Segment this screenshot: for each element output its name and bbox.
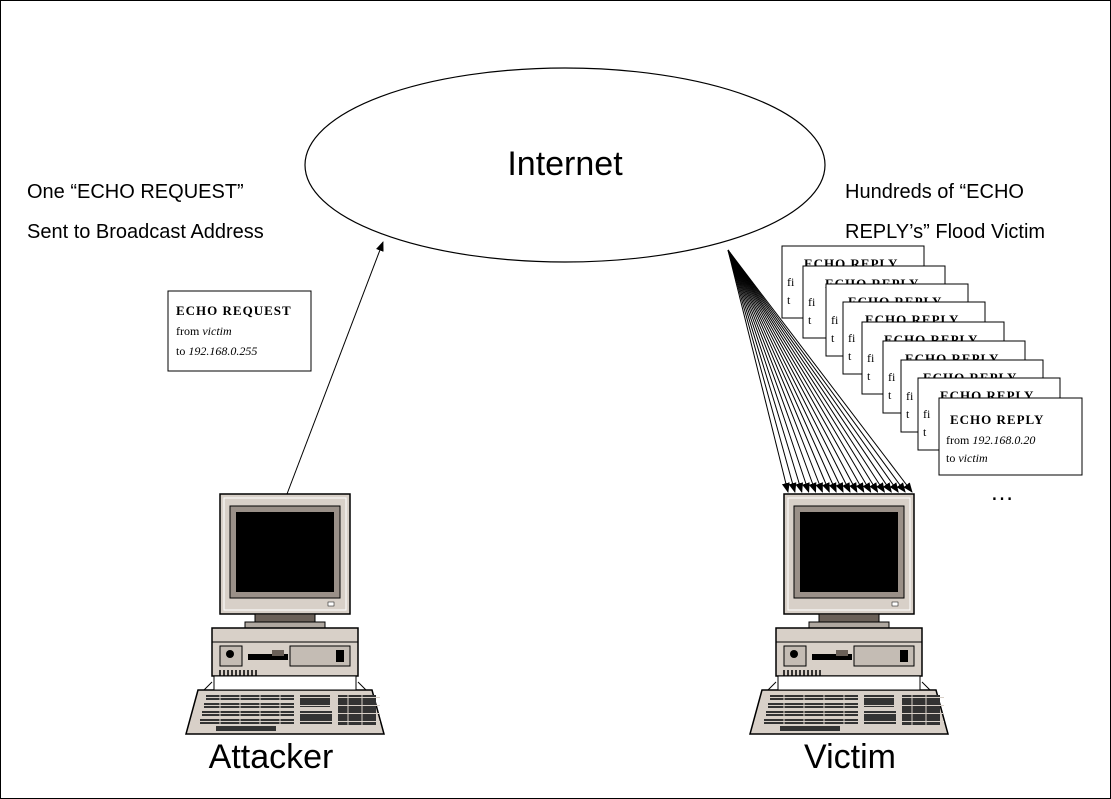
request-packet-from: from victim	[176, 324, 232, 338]
echo-reply-packet: ECHO REPLY from 192.168.0.20 to victim	[938, 397, 1083, 476]
flood-arrow	[727, 249, 810, 493]
reply-packet-title: ECHO REPLY	[950, 412, 1044, 427]
more-replies-ellipsis: …	[990, 479, 1014, 506]
flood-arrow	[727, 249, 844, 493]
flood-arrow	[727, 249, 817, 493]
internet-label: Internet	[507, 145, 623, 183]
echo-request-packet: ECHO REQUEST from victim to 192.168.0.25…	[167, 290, 312, 372]
flood-arrow	[727, 249, 851, 493]
flood-arrow	[727, 249, 885, 493]
request-caption-line-1: One “ECHO REQUEST”	[27, 181, 244, 203]
reply-packet-to: to victim	[946, 451, 988, 465]
internet-ellipse	[304, 67, 826, 263]
flood-arrow	[727, 249, 804, 493]
flood-arrow	[727, 249, 872, 493]
echo-reply-stack: ECHO REPLY from 192.168.0.20 to victim	[781, 245, 1083, 476]
request-packet-title: ECHO REQUEST	[176, 303, 292, 318]
request-packet-to: to 192.168.0.255	[176, 344, 257, 358]
victim-label: Victim	[804, 738, 896, 776]
flood-arrow	[727, 249, 823, 493]
flood-arrow	[727, 249, 892, 493]
flood-arrow	[727, 249, 830, 493]
reply-packet-from: from 192.168.0.20	[946, 433, 1035, 447]
flood-arrow	[727, 249, 879, 493]
flood-arrow	[727, 249, 906, 493]
flood-arrow	[727, 249, 790, 493]
attacker-label: Attacker	[209, 738, 334, 776]
request-arrow	[286, 241, 384, 495]
flood-arrow	[727, 249, 837, 493]
flood-arrow	[727, 249, 899, 493]
flood-arrow	[727, 249, 913, 493]
flood-arrow	[727, 249, 858, 493]
flood-arrows	[727, 249, 913, 493]
flood-arrow	[727, 249, 865, 493]
request-caption-line-2: Sent to Broadcast Address	[27, 221, 264, 243]
reply-caption-line-1: Hundreds of “ECHO	[845, 181, 1024, 203]
reply-caption-line-2: REPLY’s” Flood Victim	[845, 221, 1045, 243]
flood-arrow	[727, 249, 797, 493]
